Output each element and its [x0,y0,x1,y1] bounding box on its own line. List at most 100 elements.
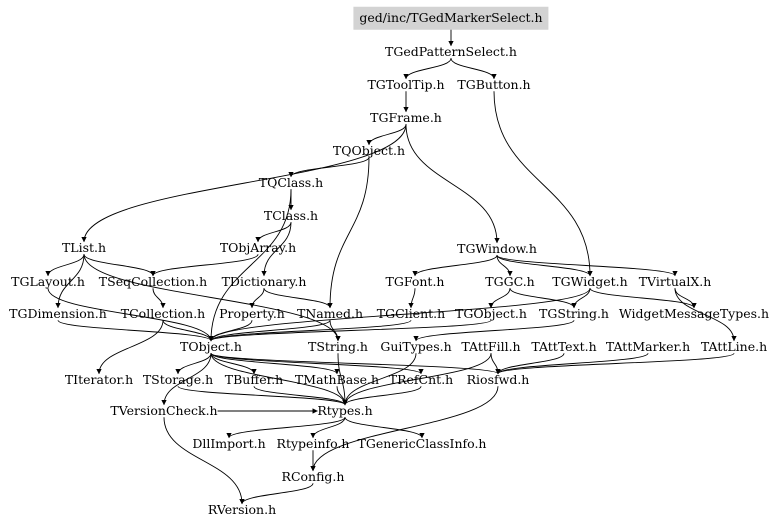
node-tbuffer: TBuffer.h [224,371,284,387]
edge-n16-n26 [208,288,591,342]
edge-n4-n9 [81,124,407,243]
node-tgdimension: TGDimension.h [9,305,107,321]
node-tgbutton: TGButton.h [457,76,531,92]
edge-n32-n38 [495,352,735,375]
node-tobjarray: TObjArray.h [219,239,297,255]
edge-n5-n21 [327,157,370,309]
edge-n35-n40 [253,385,348,406]
node-tobject: TObject.h [180,338,242,354]
edge-n16-n25 [589,287,697,309]
edge-n40-n41 [226,416,346,439]
edge-n10-n16 [496,254,593,277]
node-tstring: TString.h [308,338,368,354]
edge-n1-n3 [450,58,497,80]
edge-n40-n42 [310,417,346,439]
edge-n19-n33 [96,320,164,375]
node-rtypes: Rtypes.h [317,402,373,418]
edge-n18-n26 [57,319,214,342]
edge-n40-n43 [344,416,425,439]
node-tvirtualx: TVirtualX.h [638,273,712,289]
node-tseqcollection: TSeqCollection.h [98,273,208,289]
edge-n24-n28 [413,319,575,342]
edge-n27-n40 [337,353,348,406]
edge-n17-n32 [674,288,737,342]
node-root: ged/inc/TGedMarkerSelect.h [353,6,549,30]
edge-n44-n45 [239,483,314,505]
edge-n13-n20 [249,288,265,309]
node-tcollection: TCollection.h [120,305,206,321]
edge-n6-n26 [208,189,292,342]
edge-n7-n8 [255,222,292,243]
node-trefcnt: TRefCnt.h [388,371,454,387]
edge-n9-n11 [45,254,85,277]
node-tgclient: TGClient.h [376,305,446,321]
edge-n10-n15 [496,255,513,277]
edge-n26-n39 [161,353,212,406]
node-riosfwd: Riosfwd.h [466,371,530,387]
edge-n8-n12 [150,253,259,277]
node-tgwindow: TGWindow.h [457,240,537,256]
node-tmathbase: TMathBase.h [294,371,380,387]
node-tgedpatternselect: TGedPatternSelect.h [385,43,517,59]
edge-n22-n26 [208,319,412,342]
edge-n9-n12 [83,254,156,277]
edge-n17-n25 [674,288,697,309]
node-tattline: TAttLine.h [700,338,768,354]
edge-n5-n6 [288,156,370,178]
node-tlist: TList.h [61,239,107,255]
edge-n21-n26 [208,319,331,342]
edge-n3-n16 [493,91,593,277]
node-widgetmessagetypes: WidgetMessageTypes.h [618,305,770,321]
edge-n19-n26 [162,320,214,342]
edge-n14-n22 [408,288,416,309]
node-tgframe: TGFrame.h [370,109,442,125]
edge-n15-n23 [488,288,511,309]
node-tstorage: TStorage.h [142,371,214,387]
edge-n21-n27 [329,320,341,342]
node-tattfill: TAttFill.h [461,338,521,354]
node-tqclass: TQClass.h [258,174,324,190]
node-tatttext: TAttText.h [531,338,597,354]
node-tgwidget: TGWidget.h [552,273,628,289]
node-tgfont: TGFont.h [385,273,445,289]
edge-n39-n45 [163,417,245,505]
node-tggc: TGGC.h [485,273,535,289]
edge-n26-n37 [210,352,424,375]
node-dllimport: DllImport.h [192,435,266,451]
node-tversioncheck: TVersionCheck.h [110,402,218,418]
edge-n26-n35 [210,353,257,375]
edge-n10-n17 [496,254,678,277]
edge-n26-n36 [210,352,340,375]
node-tqobject: TQObject.h [332,142,406,158]
node-rtypeinfo: Rtypeinfo.h [276,435,350,451]
edge-n26-n38 [210,352,501,375]
node-property: Property.h [219,305,285,321]
node-tgstring: TGString.h [539,305,609,321]
node-tgobject: TGObject.h [455,305,527,321]
edge-n10-n14 [412,255,498,277]
node-tgtooltip: TGToolTip.h [367,76,445,92]
edge-n11-n26 [47,288,214,342]
node-rversion: RVersion.h [207,501,277,517]
edge-n26-n34 [175,353,212,375]
edge-n38-n44 [310,386,499,472]
edge-n31-n38 [495,352,649,375]
edge-n12-n19 [152,288,166,309]
edge-n9-n27 [83,254,341,342]
node-tglayout: TGLayout.h [11,273,85,289]
edge-n26-n40 [210,353,348,406]
node-tnamed: TNamed.h [296,305,364,321]
node-tdictionary: TDictionary.h [221,273,307,289]
node-rconfig: RConfig.h [281,468,345,484]
edge-n29-n40 [342,353,492,406]
edge-n1-n2 [403,58,452,80]
node-tclass: TClass.h [263,207,319,223]
edge-n4-n10 [405,124,500,244]
node-titerator: TIterator.h [64,371,134,387]
edge-n23-n26 [208,319,492,342]
node-tgenericclassinfo: TGenericClassInfo.h [357,435,487,451]
edge-n29-n38 [490,353,501,375]
edge-n34-n40 [177,385,348,406]
